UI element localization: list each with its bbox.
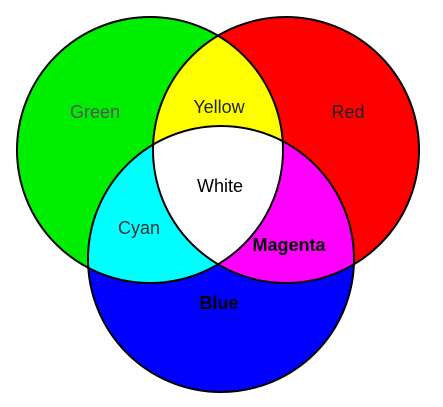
green-label: Green <box>70 102 120 122</box>
white-label: White <box>197 176 243 196</box>
red-outline <box>152 16 420 284</box>
blue-outline <box>87 125 355 393</box>
red-label: Red <box>331 102 364 122</box>
cyan-label: Cyan <box>118 218 160 238</box>
green-outline <box>16 16 284 284</box>
yellow-label: Yellow <box>193 97 245 117</box>
magenta-label: Magenta <box>252 235 326 255</box>
blue-label: Blue <box>199 293 238 313</box>
